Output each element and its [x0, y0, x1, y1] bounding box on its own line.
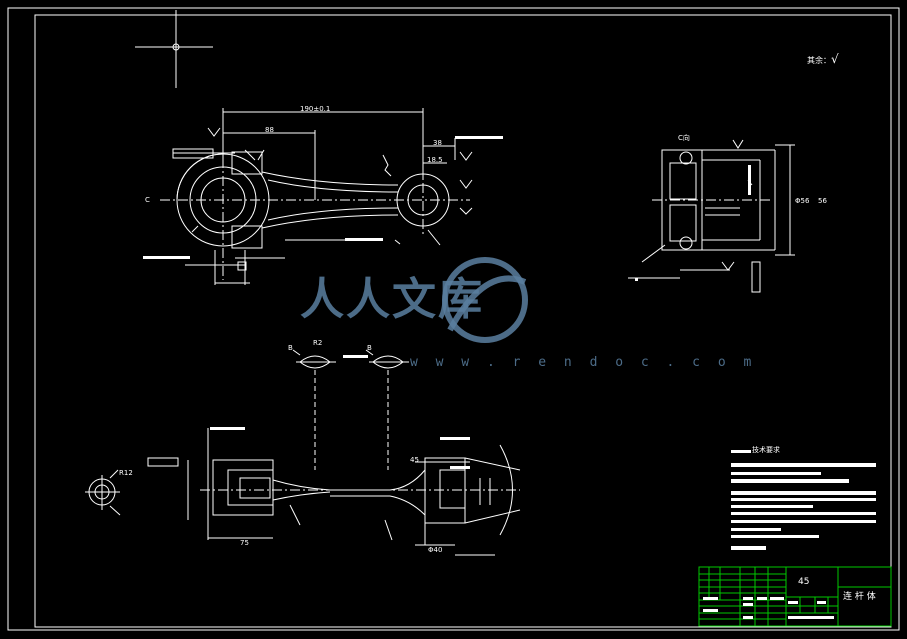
roughness-icon: √ — [831, 52, 839, 66]
dim-r12: R12 — [119, 469, 133, 477]
annotation-strips-front — [143, 136, 503, 259]
title-block-grid — [698, 566, 892, 627]
bolt-hole-detail — [85, 469, 121, 516]
watermark-text: 人人文库 — [300, 274, 484, 325]
dim-phi40: Φ40 — [428, 546, 443, 554]
annotation-strips-bottom — [210, 427, 470, 469]
connecting-rod-top-view — [147, 428, 521, 556]
view-label-c: C向 — [678, 134, 690, 142]
material-label: 45 — [798, 577, 810, 587]
dim-38: 38 — [433, 139, 442, 147]
dim-center-distance: 190±0.1 — [300, 105, 331, 113]
dim-phi56: Φ56 — [795, 197, 810, 205]
dim-88: 88 — [265, 126, 274, 134]
dim-18-5: 18.5 — [427, 156, 443, 164]
surface-note-label: 其余： — [807, 56, 831, 65]
tech-notes-title: 技术要求 — [752, 446, 780, 454]
section-label-b-right: B — [367, 344, 372, 352]
annotation-strips-side — [635, 165, 751, 281]
dim-45: 45 — [410, 456, 419, 464]
dim-56: 56 — [818, 197, 827, 205]
watermark-url: w w w . r e n d o c . c o m — [410, 355, 757, 370]
outer-border — [7, 7, 900, 631]
section-label-b-left: B — [288, 344, 293, 352]
tech-notes-lines — [731, 450, 876, 550]
surface-roughness-note: 其余：√ — [807, 53, 839, 65]
dim-75: 75 — [240, 539, 249, 547]
side-view-c — [628, 139, 795, 293]
dim-r2: R2 — [313, 339, 323, 347]
part-name-label: 连 杆 体 — [843, 592, 876, 602]
connecting-rod-front-view — [160, 108, 473, 285]
annotation-strips-section — [343, 355, 368, 358]
section-letter-c-left: C — [145, 196, 150, 204]
title-block-fill — [703, 597, 834, 619]
inner-border — [34, 14, 892, 628]
section-bb-views — [292, 349, 409, 470]
crosshair-symbol — [135, 10, 213, 88]
